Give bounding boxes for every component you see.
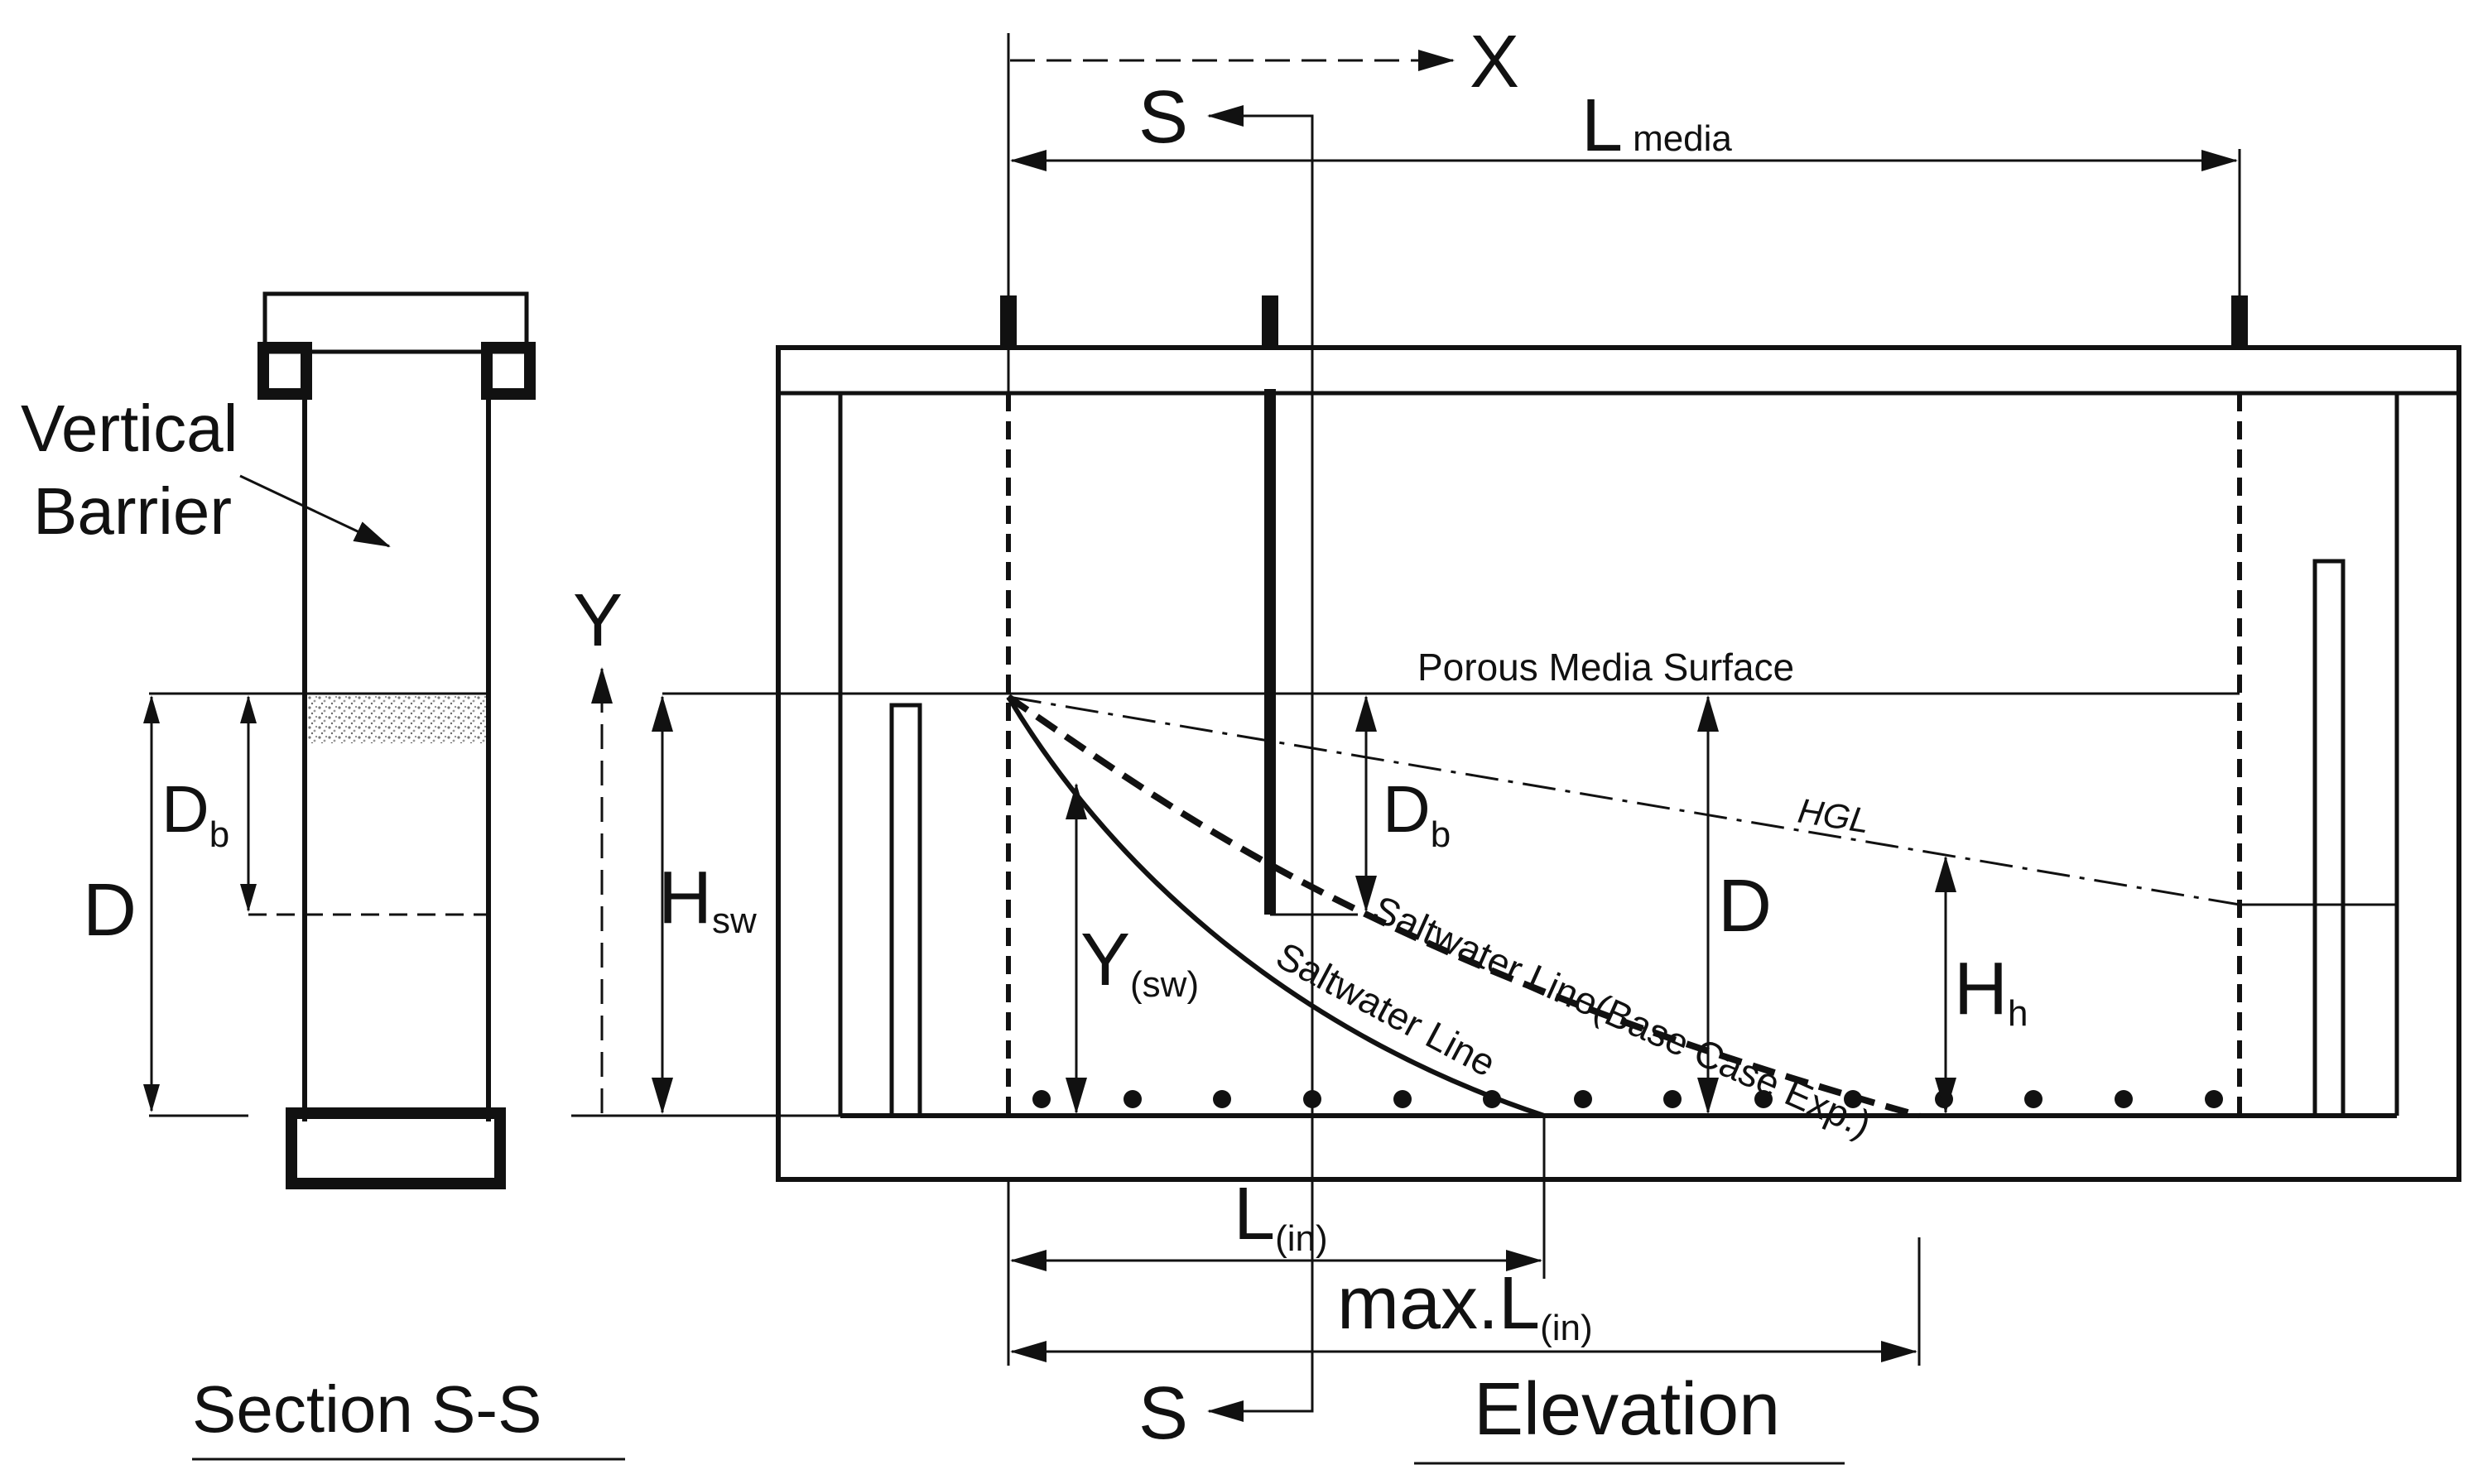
barrier-post (1262, 295, 1278, 349)
section-base (286, 1107, 506, 1189)
elevation: Porous Media Surface HGL Saltwater Line … (571, 21, 2461, 1465)
section-title: Section S-S (192, 1372, 541, 1446)
elev-d-label: D (1718, 865, 1772, 948)
drain-dots (1032, 1090, 2223, 1108)
section-cut-line (1234, 114, 1314, 1413)
section-top-cap-left (257, 342, 312, 400)
right-weir (2312, 559, 2346, 1118)
barrier-label-line1: Vertical (21, 391, 238, 465)
x-axis-label: X (1470, 21, 1519, 103)
barrier-label-line2: Barrier (33, 474, 232, 548)
l-in-label: L(in) (1234, 1173, 1328, 1259)
section-mark-top: S (1138, 76, 1188, 159)
tank-outer (776, 345, 2461, 1182)
saltwater-line-base-case (1006, 694, 1921, 1119)
saltwater-line (1006, 695, 1545, 1118)
hgl-line (1008, 695, 2240, 906)
section-d-label: D (83, 869, 137, 952)
y-axis-label: Y (573, 579, 623, 662)
hgl-label: HGL (1796, 790, 1873, 840)
porous-surface-label: Porous Media Surface (1417, 646, 1794, 689)
left-weir (889, 703, 922, 1118)
section-mark-bottom: S (1138, 1372, 1188, 1455)
section-sand-band (307, 694, 486, 743)
elevation-title: Elevation (1474, 1368, 1780, 1451)
max-l-in-label: max.L(in) (1337, 1262, 1593, 1348)
right-post (2231, 295, 2248, 349)
hsw-label: Hsw (658, 857, 757, 941)
elev-db-label: Db (1383, 772, 1451, 855)
barrier-leader (239, 474, 391, 548)
ysw-label: Y(sw) (1080, 919, 1199, 1005)
section-db-label: Db (161, 772, 229, 855)
section-s-s: D Db Vertical Barrier Section S-S (21, 291, 625, 1461)
section-top-cap-right (481, 342, 536, 400)
section-top-frame (262, 291, 529, 354)
hh-label: Hh (1954, 948, 2028, 1034)
